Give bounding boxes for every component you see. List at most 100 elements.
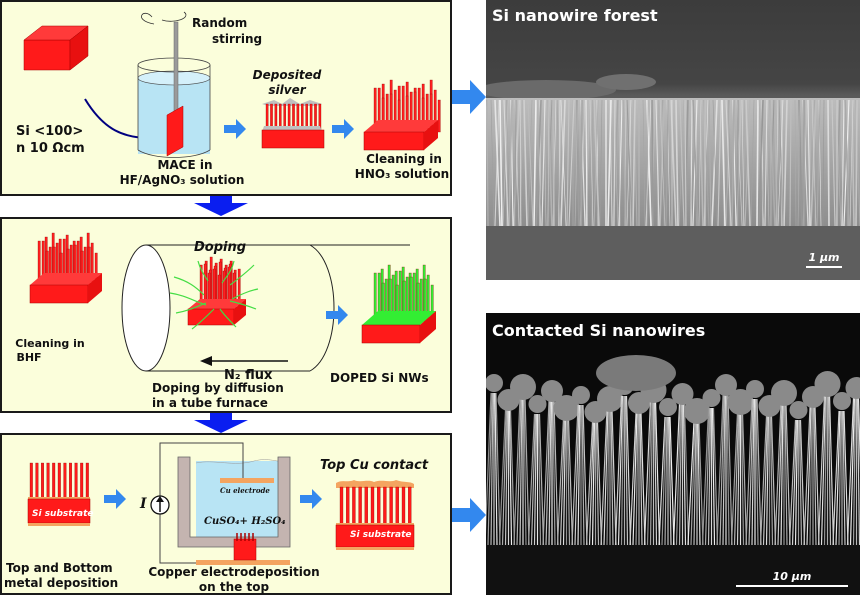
sem-nanowire bbox=[548, 400, 552, 546]
cu-contact-cluster bbox=[727, 389, 754, 415]
sem-nanowire bbox=[698, 420, 704, 546]
sem-nanowire bbox=[599, 99, 603, 227]
sem-nanowire bbox=[794, 419, 799, 546]
sem-nanowire bbox=[611, 408, 617, 546]
sem-nanowire bbox=[784, 402, 788, 546]
sem-nanowire bbox=[622, 99, 627, 227]
doping-label: Doping bbox=[194, 240, 247, 255]
sem-nanowire bbox=[727, 394, 733, 546]
electrodeposition-label-1: Copper electrodeposition bbox=[148, 565, 320, 579]
sem-nanowire bbox=[642, 99, 646, 227]
sem-nanowire bbox=[651, 99, 654, 227]
sem-nanowire bbox=[827, 99, 830, 227]
sem-nanowire bbox=[684, 99, 687, 227]
sem-nanowire bbox=[513, 396, 521, 546]
flow-arrow-icon bbox=[300, 489, 322, 509]
mace-label-2: HF/AgNO₃ solution bbox=[119, 173, 245, 187]
substrate-label-1: Si substrate bbox=[32, 509, 94, 519]
sem-nanowire bbox=[777, 402, 783, 546]
sem-nanowire bbox=[552, 400, 556, 546]
cu-contact-cluster bbox=[789, 401, 808, 419]
nanowire bbox=[408, 486, 412, 526]
sem-nanowire bbox=[595, 421, 600, 546]
sem-nanowire bbox=[758, 99, 765, 227]
sem-nanowire bbox=[816, 99, 821, 227]
nanowire bbox=[74, 462, 78, 500]
sem-nanowire bbox=[697, 420, 701, 546]
cu-contact-cluster bbox=[597, 386, 623, 412]
sem-nanowire bbox=[712, 99, 718, 227]
sem-nanowire bbox=[668, 416, 672, 546]
sem-nanowire bbox=[568, 99, 575, 227]
scale-bar-label: 10 μm bbox=[772, 570, 812, 583]
doped-nws-label: DOPED Si NWs bbox=[330, 371, 429, 385]
nanowire bbox=[389, 486, 393, 526]
scale-bar-1um: 1 μm bbox=[806, 251, 842, 268]
sem-nanowire bbox=[716, 394, 724, 546]
sem-nanowire bbox=[806, 406, 812, 546]
mace-label-1: MACE in bbox=[157, 158, 213, 172]
sem-nanowire bbox=[778, 99, 784, 227]
sem-nanowire bbox=[655, 99, 660, 227]
bhf-nanowires-icon bbox=[29, 232, 102, 304]
sem-nanowire bbox=[688, 99, 693, 227]
sem-nanowire bbox=[556, 417, 565, 546]
sem-title-1: Si nanowire forest bbox=[492, 6, 658, 25]
sem-nanowire bbox=[509, 409, 516, 546]
step-arrow-down-icon bbox=[194, 413, 248, 433]
sem-nanowire bbox=[717, 99, 722, 227]
sem-nanowire bbox=[600, 408, 608, 546]
flow-arrow-icon bbox=[224, 119, 246, 139]
sem-nanowire bbox=[632, 99, 636, 227]
scale-bar-label: 1 μm bbox=[808, 251, 840, 264]
sem-nanowire bbox=[817, 393, 826, 546]
n2-flux-label: N₂ flux bbox=[224, 368, 273, 383]
nanowire bbox=[377, 486, 381, 526]
n2-flux-arrow-icon bbox=[200, 356, 288, 366]
sem-nanowire bbox=[783, 99, 788, 227]
cu-contact-cluster bbox=[528, 395, 547, 413]
silicon-wafer-block bbox=[23, 25, 89, 71]
sem-nanowire bbox=[533, 99, 537, 227]
sem-nanowire bbox=[846, 397, 855, 546]
scale-bar-line bbox=[806, 266, 842, 268]
sem-nanowire bbox=[519, 99, 522, 227]
sem-nanowire bbox=[620, 395, 625, 546]
sem-nanowire bbox=[682, 403, 687, 546]
sem-nanowire bbox=[625, 395, 632, 546]
sem-nanowire bbox=[553, 400, 559, 546]
sem-nanowire bbox=[562, 417, 567, 546]
scale-bar-line bbox=[736, 585, 848, 587]
panel-doping: Cleaning in BHF Doping N₂ flux bbox=[0, 217, 452, 413]
sem-nanowire bbox=[750, 99, 755, 227]
sem-nanowire bbox=[745, 99, 751, 227]
doping-nanowires-icon bbox=[169, 256, 259, 330]
sem-nanowire bbox=[593, 99, 600, 227]
sem-nanowire bbox=[687, 420, 695, 546]
sem-nanowire bbox=[762, 415, 769, 546]
sem-nanowire bbox=[580, 99, 583, 227]
sem-nanowire bbox=[582, 404, 588, 546]
sem-nanowire bbox=[799, 419, 806, 546]
clean-hno3-label-2: HNO₃ solution bbox=[354, 167, 450, 181]
sem-nanowire bbox=[640, 412, 646, 546]
sem-nanowire bbox=[809, 406, 813, 546]
sem-nanowire bbox=[785, 402, 791, 546]
sem-nanowire bbox=[840, 99, 844, 227]
cu-contact-cluster bbox=[715, 374, 737, 396]
sem-nanowire bbox=[726, 394, 730, 546]
electrolyte-label: CuSO₄+ H₂SO₄ bbox=[204, 516, 286, 527]
sem-nanowire bbox=[537, 413, 542, 546]
sem-nanowire bbox=[494, 392, 498, 546]
sem-nanowire bbox=[542, 400, 550, 546]
sem-nanowire bbox=[643, 399, 652, 546]
step-arrow-down-icon bbox=[194, 196, 248, 216]
sem-nanowire bbox=[490, 392, 494, 546]
sem-nanowire bbox=[486, 392, 492, 535]
sem-nanowire bbox=[759, 415, 768, 546]
sem-nanowire bbox=[756, 398, 762, 546]
nanowire bbox=[358, 486, 362, 526]
sem-nanowire bbox=[828, 393, 835, 546]
sem-nanowire bbox=[712, 407, 719, 546]
sem-nanowire bbox=[769, 415, 774, 546]
